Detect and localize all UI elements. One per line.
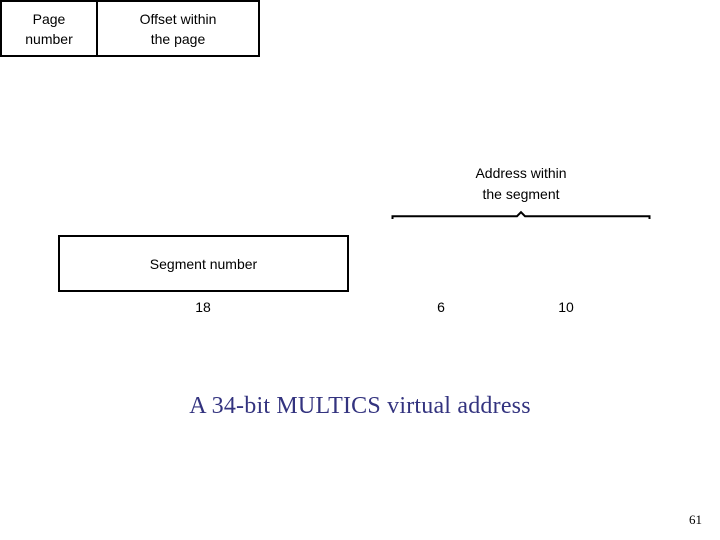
slide-page-number: 61 — [689, 512, 702, 527]
bit-width-page-number: 6 — [437, 299, 445, 315]
segment-address-brace — [391, 210, 651, 219]
field-label-offset-within-page: Offset within the page — [139, 10, 217, 47]
bit-width-offset-within-page: 10 — [558, 299, 574, 315]
slide-caption: A 34-bit MULTICS virtual address — [189, 393, 531, 419]
bit-width-segment-number: 18 — [195, 299, 211, 315]
field-box-offset-within-page: Offset within the page — [98, 2, 258, 55]
field-box-segment-number: Segment number — [58, 235, 349, 292]
field-label-segment-number: Segment number — [149, 255, 258, 272]
field-group-address-within-segment: Page number Offset within the page — [0, 0, 260, 57]
field-label-page-number: Page number — [25, 10, 73, 47]
bracket-label-address-within-segment: Address within the segment — [475, 165, 567, 202]
field-box-page-number: Page number — [2, 2, 98, 55]
